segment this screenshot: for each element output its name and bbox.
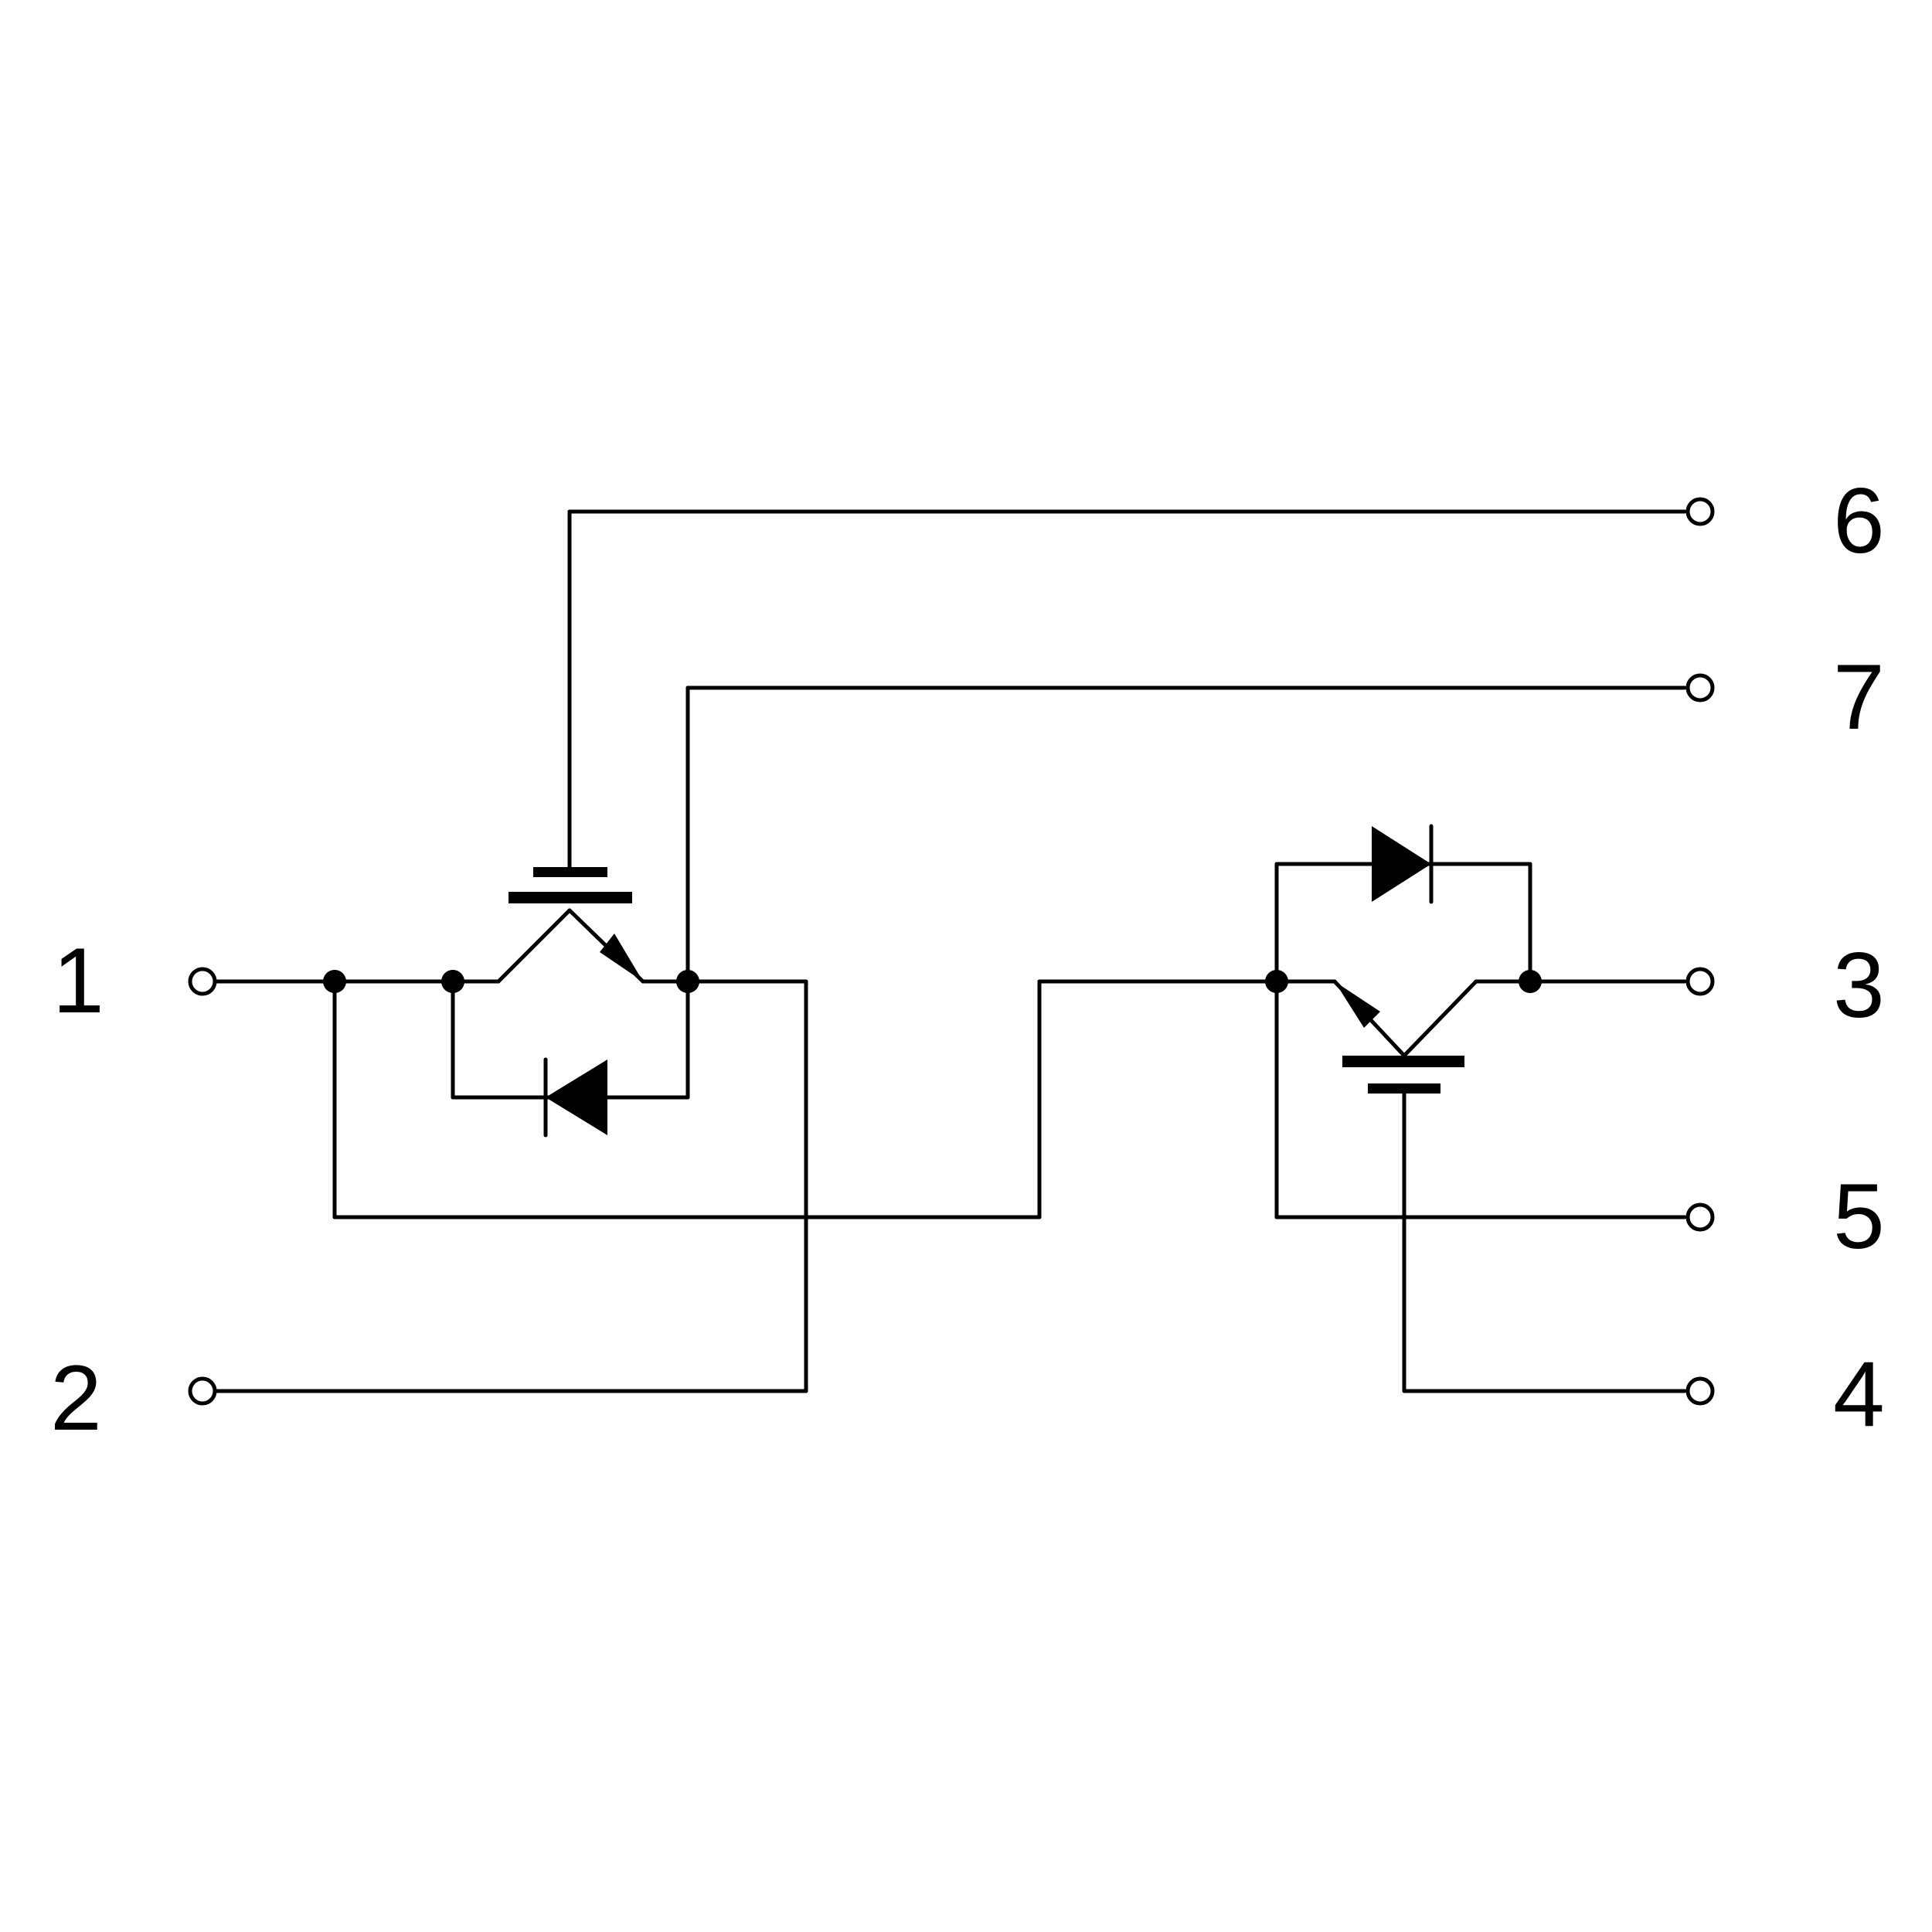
junction-dot (441, 970, 464, 993)
wires (213, 509, 1687, 1393)
diode-left-triangle (546, 1060, 607, 1135)
pin-label-4: 4 (1833, 1342, 1885, 1446)
terminal-4[interactable] (1685, 1376, 1715, 1406)
terminal-6[interactable] (1685, 497, 1715, 526)
pin-label-7: 7 (1833, 645, 1885, 749)
igbt-left-emitter-arrow (600, 934, 643, 981)
junction-dot (676, 970, 699, 993)
pin-label-3: 3 (1833, 934, 1885, 1037)
wire-igbt-left-collector (496, 908, 572, 984)
igbt-left-icon (509, 867, 643, 981)
junction-dot (1519, 970, 1542, 993)
pin-label-1: 1 (53, 929, 104, 1032)
igbt-left-gate-plate (533, 867, 607, 877)
junction-dot (323, 970, 346, 993)
junction-dot (1265, 970, 1288, 993)
pin-labels: 1 2 6 7 3 5 4 (50, 469, 1885, 1450)
igbt-right-icon (1335, 981, 1464, 1094)
wire-igbt-right-collector (1402, 979, 1478, 1058)
igbt-right-channel-plate (1342, 1056, 1464, 1067)
terminal-3[interactable] (1685, 967, 1715, 996)
pin-label-5: 5 (1833, 1165, 1885, 1268)
igbt-right-emitter-arrow (1335, 981, 1380, 1028)
igbt-left-channel-plate (509, 892, 632, 903)
terminals (188, 497, 1715, 1406)
pin-label-2: 2 (50, 1346, 102, 1450)
terminal-5[interactable] (1685, 1202, 1715, 1232)
junction-dots (323, 970, 1542, 993)
terminal-2[interactable] (188, 1376, 217, 1406)
pin-label-6: 6 (1833, 469, 1885, 573)
terminal-7[interactable] (1685, 673, 1715, 702)
diode-right-triangle (1372, 826, 1431, 902)
terminal-1[interactable] (188, 967, 217, 996)
igbt-right-gate-plate (1368, 1083, 1440, 1094)
diode-left-icon (543, 1057, 607, 1138)
diode-right-icon (1372, 824, 1434, 904)
